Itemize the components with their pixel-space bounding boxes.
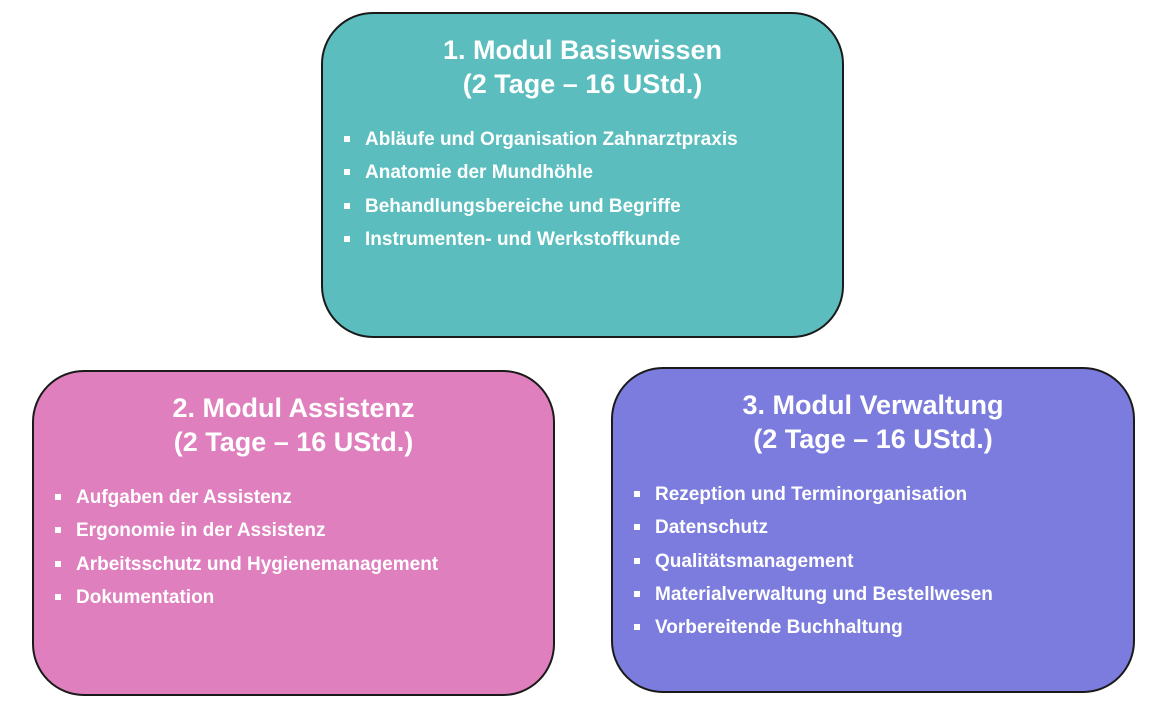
module-name: 3. Modul Verwaltung <box>742 390 1004 420</box>
topic-item: Vorbereitende Buchhaltung <box>634 611 1133 644</box>
module-title: 2. Modul Assistenz (2 Tage – 16 UStd.) <box>34 391 553 459</box>
module-name: 2. Modul Assistenz <box>172 393 415 423</box>
topic-item: Ergonomie in der Assistenz <box>55 514 553 547</box>
topic-item: Dokumentation <box>55 581 553 614</box>
topic-item: Materialverwaltung und Bestellwesen <box>634 578 1133 611</box>
topic-list: Aufgaben der Assistenz Ergonomie in der … <box>34 481 553 614</box>
module-duration: (2 Tage – 16 UStd.) <box>753 424 993 454</box>
topic-item: Instrumenten- und Werkstoffkunde <box>344 223 842 256</box>
topic-item: Aufgaben der Assistenz <box>55 481 553 514</box>
topic-item: Behandlungsbereiche und Begriffe <box>344 190 842 223</box>
topic-item: Abläufe und Organisation Zahnarztpraxis <box>344 123 842 156</box>
module-duration: (2 Tage – 16 UStd.) <box>173 427 414 457</box>
topic-item: Anatomie der Mundhöhle <box>344 156 842 189</box>
topic-item: Datenschutz <box>634 511 1133 544</box>
topic-item: Rezeption und Terminorganisation <box>634 478 1133 511</box>
topic-item: Arbeitsschutz und Hygienemanagement <box>55 548 553 581</box>
module-name: 1. Modul Basiswissen <box>442 35 723 65</box>
topic-list: Abläufe und Organisation Zahnarztpraxis … <box>323 123 842 256</box>
module-title: 1. Modul Basiswissen (2 Tage – 16 UStd.) <box>323 33 842 101</box>
module-assistenz-box: 2. Modul Assistenz (2 Tage – 16 UStd.) A… <box>32 370 555 696</box>
module-verwaltung-box: 3. Modul Verwaltung (2 Tage – 16 UStd.) … <box>611 367 1135 693</box>
module-title: 3. Modul Verwaltung (2 Tage – 16 UStd.) <box>613 388 1133 456</box>
module-duration: (2 Tage – 16 UStd.) <box>462 69 703 99</box>
module-basiswissen-box: 1. Modul Basiswissen (2 Tage – 16 UStd.)… <box>321 12 844 338</box>
topic-item: Qualitätsmanagement <box>634 545 1133 578</box>
topic-list: Rezeption und Terminorganisation Datensc… <box>613 478 1133 644</box>
